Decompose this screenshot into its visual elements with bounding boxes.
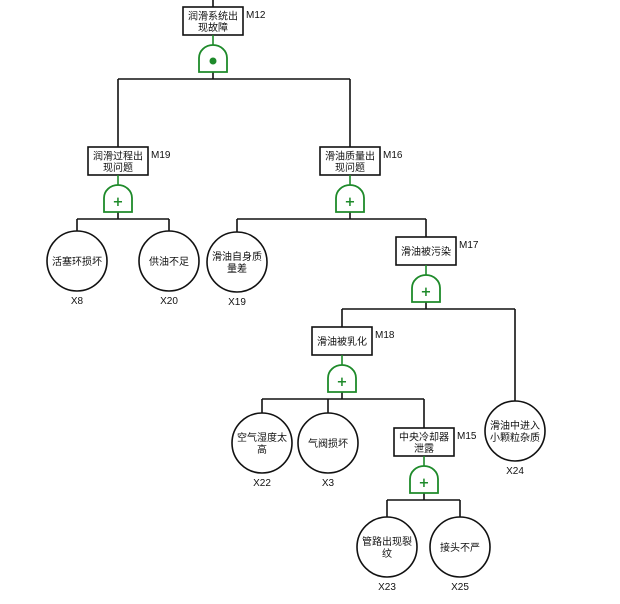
event-label-line: 滑油自身质 [212, 250, 262, 263]
event-id-label: M18 [375, 330, 395, 341]
event-label-line: 量差 [227, 262, 247, 275]
event-id-label: X23 [378, 582, 396, 593]
event-label-line: 泄露 [414, 442, 434, 455]
event-label-line: 滑油中进入 [490, 419, 540, 432]
event-label-line: 现故障 [198, 21, 228, 34]
event-label-line: 管路出现裂 [362, 535, 412, 548]
or-gate-icon [411, 274, 441, 303]
or-gate-icon [327, 364, 357, 393]
event-id-label: X3 [322, 478, 335, 489]
or-gate-plus: + [113, 195, 124, 210]
event-label-line: 小颗粒杂质 [490, 431, 540, 444]
or-gate-icon [103, 184, 133, 213]
or-gate-plus: + [421, 285, 432, 300]
event-label-line: 高 [257, 443, 267, 456]
or-gate-plus: + [337, 375, 348, 390]
event-id-label: X8 [71, 296, 84, 307]
event-id-label: M19 [151, 150, 171, 161]
event-id-label: X25 [451, 582, 469, 593]
event-circle [46, 230, 108, 292]
intermediate-event-m17[interactable]: 滑油被污染 M17 + [395, 236, 479, 303]
or-gate-plus: + [345, 195, 356, 210]
event-id-label: X24 [506, 466, 524, 477]
event-circle [206, 231, 268, 293]
event-label-line: 接头不严 [440, 541, 480, 554]
event-label-line: 润滑系统出 [188, 9, 238, 22]
event-id-label: M15 [457, 431, 477, 442]
event-label-line: 供油不足 [149, 255, 189, 268]
event-label-line: 活塞环损坏 [52, 255, 102, 268]
event-id-label: X19 [228, 297, 246, 308]
or-gate-plus: + [419, 476, 430, 491]
event-label-line: 空气湿度太 [237, 431, 287, 444]
or-gate-icon [409, 465, 439, 494]
event-box [87, 146, 149, 176]
event-circle [231, 412, 293, 474]
or-gate-icon [335, 184, 365, 213]
intermediate-event-m18[interactable]: 滑油被乳化 M18 + [311, 326, 395, 393]
event-label-line: 滑油被乳化 [317, 335, 367, 348]
event-label-line: 现问题 [335, 161, 365, 174]
basic-event-x3[interactable]: 气阀损坏 X3 [297, 412, 359, 489]
connector-lines [76, 0, 516, 517]
basic-event-x8[interactable]: 活塞环损坏 X8 [46, 230, 108, 307]
event-id-label: M16 [383, 150, 403, 161]
event-circle [484, 400, 546, 462]
event-circle [429, 516, 491, 578]
basic-event-x20[interactable]: 供油不足 X20 [138, 230, 200, 307]
event-circle [138, 230, 200, 292]
and-gate-dot [209, 57, 217, 65]
basic-event-x25[interactable]: 接头不严 X25 [429, 516, 491, 593]
event-label-line: 现问题 [103, 161, 133, 174]
event-id-label: X22 [253, 478, 271, 489]
event-id-label: M12 [246, 10, 266, 21]
fault-tree-nodes: 润滑系统出现故障M12润滑过程出现问题M19+滑油质量出现问题M16+活塞环损坏… [46, 6, 546, 593]
event-id-label: M17 [459, 240, 479, 251]
event-label-line: 纹 [382, 547, 392, 560]
event-box [319, 146, 381, 176]
event-label-line: 滑油被污染 [401, 245, 451, 258]
event-label-line: 滑油质量出 [325, 149, 375, 162]
event-circle [356, 516, 418, 578]
event-label-line: 气阀损坏 [308, 437, 348, 450]
event-label-line: 润滑过程出 [93, 149, 143, 162]
event-label-line: 中央冷却器 [399, 430, 449, 443]
event-circle [297, 412, 359, 474]
event-id-label: X20 [160, 296, 178, 307]
